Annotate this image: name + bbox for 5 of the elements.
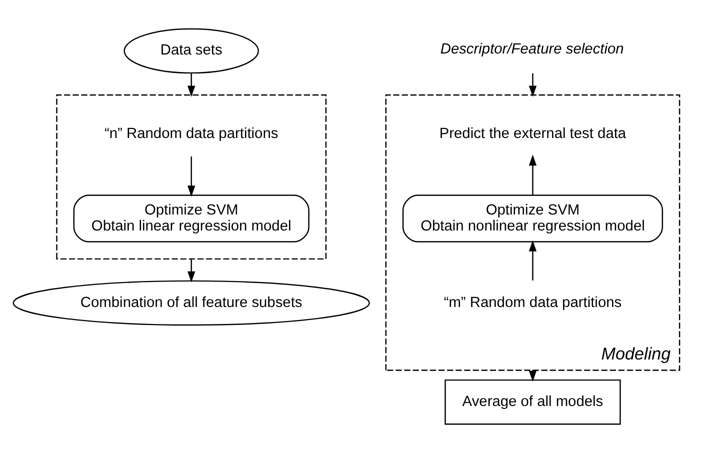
node-label: Modeling bbox=[601, 344, 671, 363]
node-text: Predict the external test data bbox=[439, 125, 626, 142]
node-text: “n” Random data partitions bbox=[104, 125, 278, 142]
node-text: “m” Random data partitions bbox=[444, 294, 622, 310]
node-text: Descriptor/Feature selection bbox=[440, 40, 624, 57]
